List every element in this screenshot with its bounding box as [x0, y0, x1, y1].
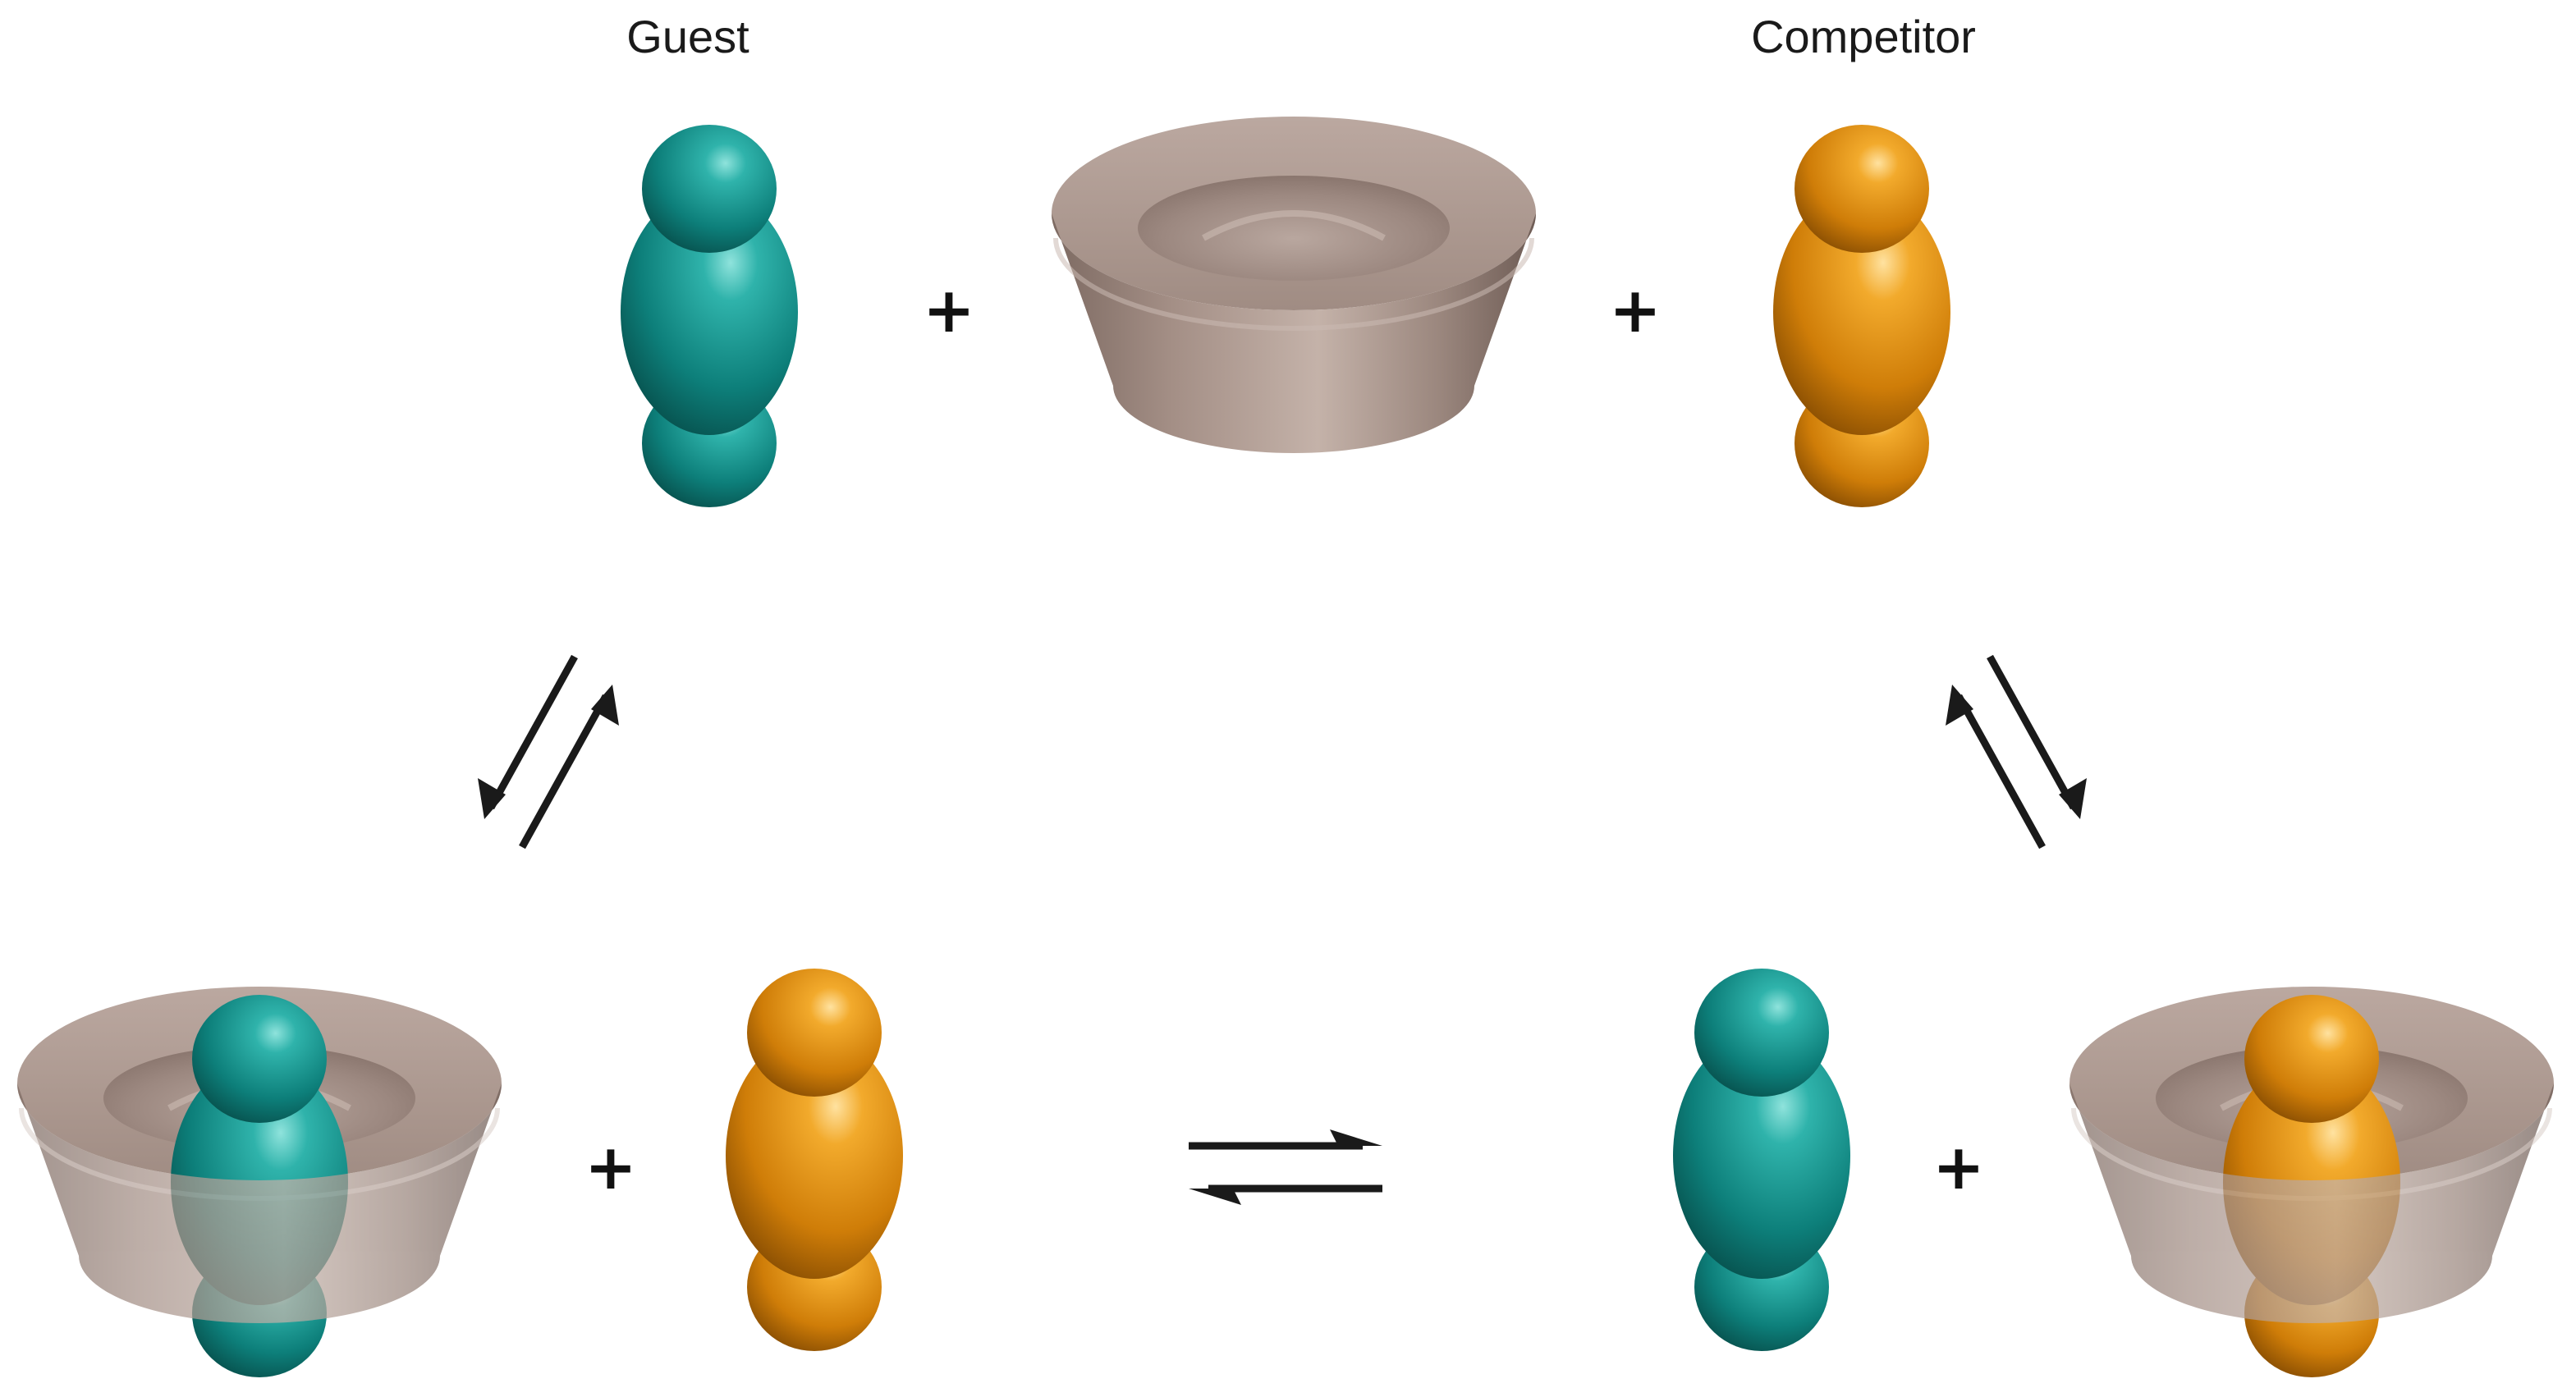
- plus-sign-bottom-left: +: [584, 1130, 637, 1203]
- guest-molecule-top: [621, 125, 798, 507]
- host-guest-complex: [17, 987, 502, 1377]
- right-equilibrium-arrow: [1946, 654, 2087, 850]
- plus-sign-top-left: +: [923, 273, 975, 346]
- left-equilibrium-arrow: [478, 654, 619, 850]
- host-competitor-complex: [2070, 987, 2554, 1377]
- horizontal-equilibrium-arrow: [1189, 1129, 1382, 1205]
- competitor-label: Competitor: [1751, 11, 1976, 62]
- guest-molecule-bottom: [1673, 969, 1850, 1351]
- competitor-molecule-top: [1773, 125, 1950, 507]
- plus-sign-top-right: +: [1609, 273, 1662, 346]
- competitor-molecule-bottom: [726, 969, 903, 1351]
- host-cavitand-top: [1052, 117, 1536, 453]
- guest-label: Guest: [626, 11, 749, 62]
- plus-sign-bottom-right: +: [1932, 1130, 1985, 1203]
